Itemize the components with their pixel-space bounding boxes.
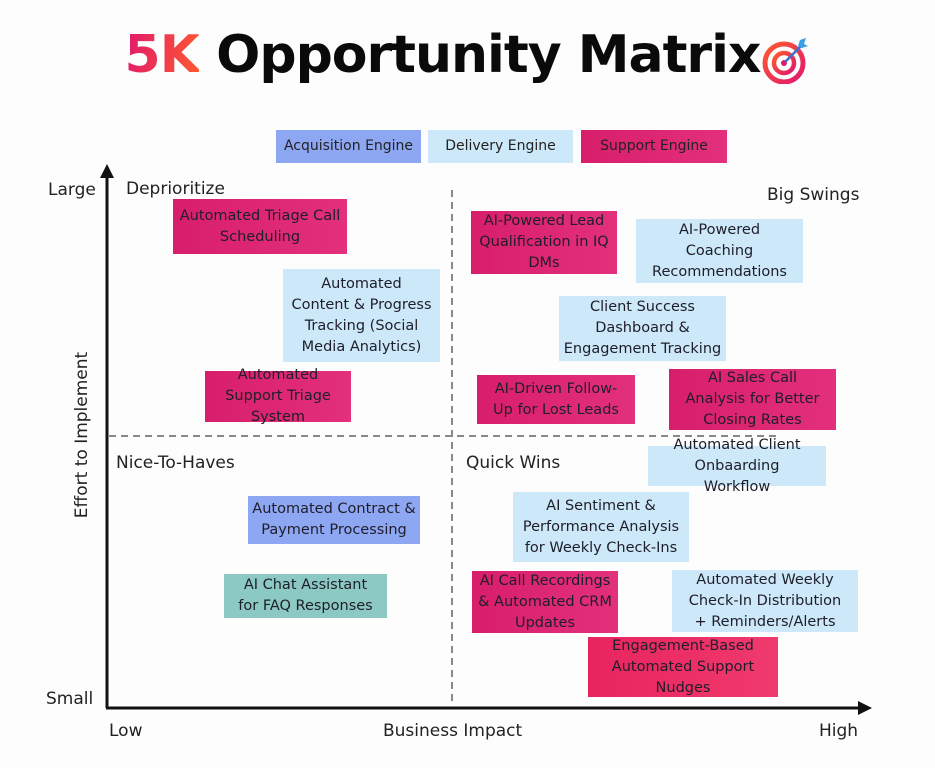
item-ai-sentiment-performance-analysis: AI Sentiment & Performance Analysis for …	[513, 492, 689, 562]
legend-acquisition-engine: Acquisition Engine	[276, 130, 421, 163]
quadrant-big-swings: Big Swings	[767, 185, 860, 205]
y-axis-low-label: Small	[46, 689, 94, 709]
brand-mark: 5K	[124, 25, 200, 85]
legend-delivery-engine: Delivery Engine	[428, 130, 573, 163]
y-axis-high-label: Large	[48, 180, 96, 200]
item-engagement-based-support-nudges: Engagement-Based Automated Support Nudge…	[588, 637, 778, 697]
item-ai-sales-call-analysis: AI Sales Call Analysis for Better Closin…	[669, 369, 836, 430]
legend-label: Support Engine	[600, 138, 708, 154]
item-automated-triage-call-scheduling: Automated Triage Call Scheduling	[173, 199, 347, 254]
page-title: 5K Opportunity Matrix	[0, 18, 935, 92]
quadrant-deprioritize: Deprioritize	[126, 179, 225, 199]
item-automated-client-onboarding: Automated Client Onbaarding Workflow	[648, 437, 826, 495]
item-automated-weekly-check-in: Automated Weekly Check-In Distribution +…	[672, 570, 858, 632]
target-icon	[762, 30, 810, 85]
title-text: Opportunity Matrix	[199, 25, 761, 85]
y-axis-title: Effort to Implement	[72, 351, 92, 519]
item-client-success-dashboard: Client Success Dashboard & Engagement Tr…	[559, 296, 726, 361]
item-ai-call-recordings-crm: AI Call Recordings & Automated CRM Updat…	[472, 571, 618, 633]
item-automated-support-triage-system: Automated Support Triage System	[205, 367, 351, 425]
x-axis-low-label: Low	[109, 721, 143, 741]
legend-support-engine: Support Engine	[581, 130, 727, 163]
legend-label: Acquisition Engine	[283, 138, 414, 154]
item-ai-chat-assistant-faq: AI Chat Assistant for FAQ Responses	[224, 574, 387, 618]
x-axis-high-label: High	[819, 721, 859, 741]
item-automated-contract-payment-processing: Automated Contract & Payment Processing	[248, 496, 420, 544]
quadrant-nice-to-haves: Nice-To-Haves	[116, 453, 235, 473]
item-ai-powered-coaching-recommendations: AI-Powered Coaching Recommendations	[636, 219, 803, 283]
quadrant-quick-wins: Quick Wins	[466, 453, 561, 473]
item-ai-driven-follow-up: AI-Driven Follow-Up for Lost Leads	[477, 375, 635, 424]
item-automated-content-progress-tracking: Automated Content & Progress Tracking (S…	[283, 269, 440, 362]
x-axis-title: Business Impact	[383, 721, 523, 741]
legend-label: Delivery Engine	[445, 138, 556, 154]
item-ai-powered-lead-qualification: AI-Powered Lead Qualification in IQ DMs	[471, 211, 617, 274]
